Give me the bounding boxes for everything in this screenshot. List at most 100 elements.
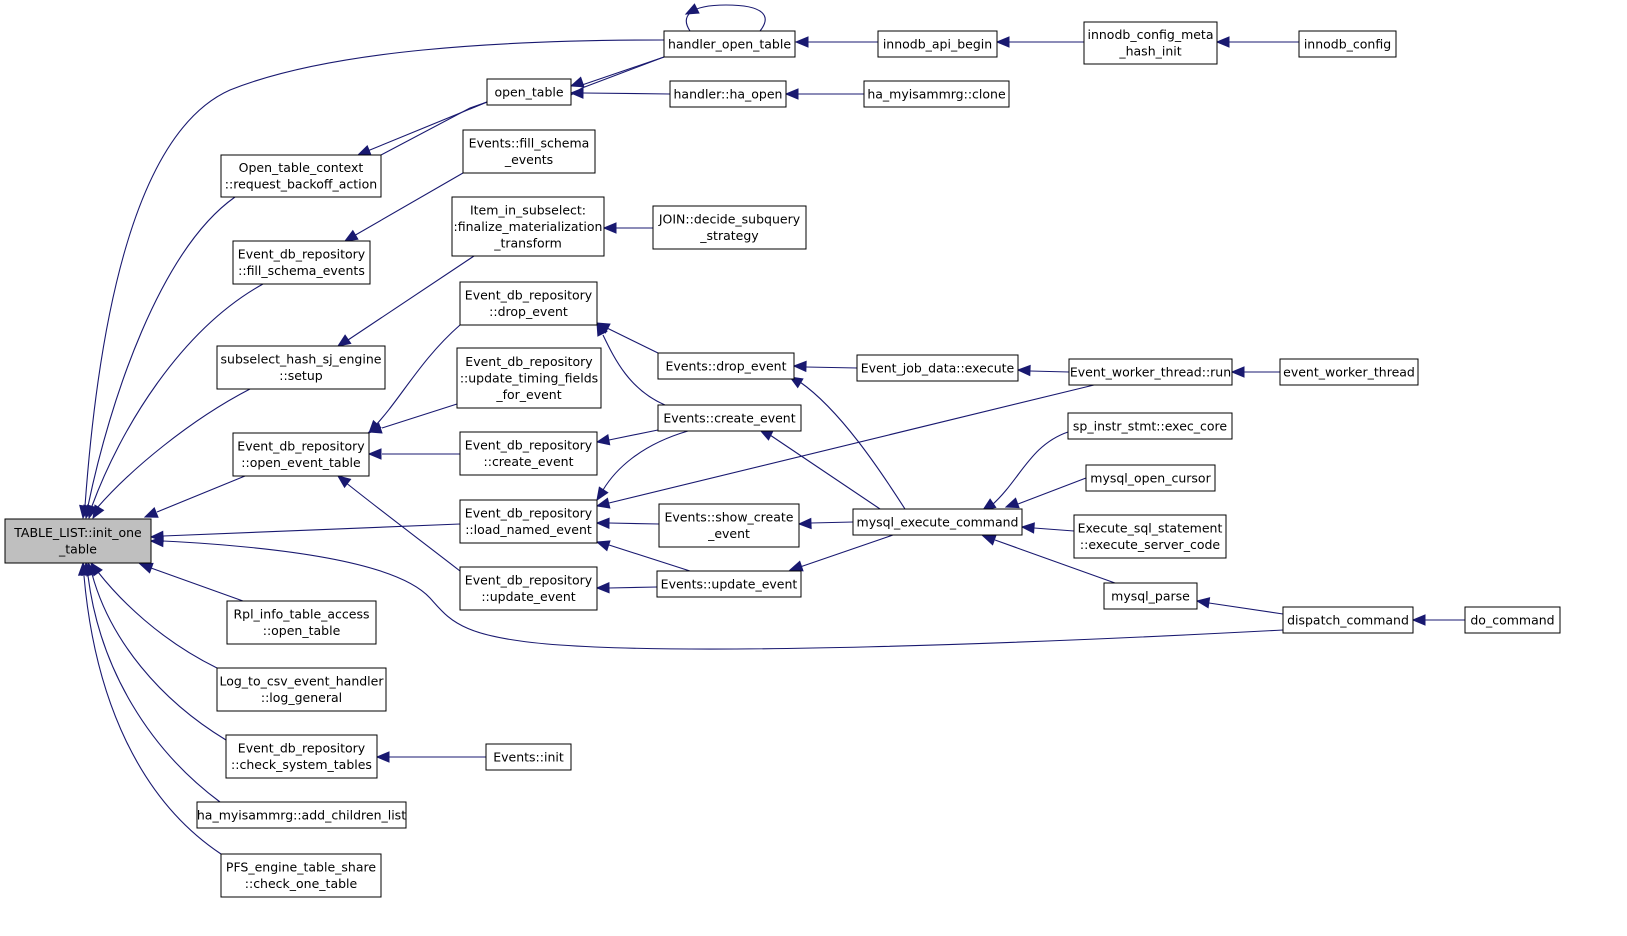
- node-subselect-hash[interactable]: subselect_hash_sj_engine::setup: [216, 345, 386, 390]
- node-box: [225, 734, 378, 779]
- edge-line: [150, 567, 244, 602]
- node-events-create-event[interactable]: Events::create_event: [657, 404, 802, 432]
- node-edr-update-event[interactable]: Event_db_repository::update_event: [459, 566, 598, 611]
- node-label: ::check_one_table: [245, 876, 358, 891]
- edge-line: [1029, 370, 1070, 373]
- node-label: Event_db_repository: [237, 439, 365, 454]
- edge-line: [83, 575, 222, 855]
- arrowhead: [1020, 522, 1035, 534]
- arrowhead: [1016, 364, 1031, 377]
- node-log-to-csv[interactable]: Log_to_csv_event_handler::log_general: [216, 667, 387, 712]
- edge-line: [364, 101, 488, 153]
- edge-line: [608, 544, 691, 572]
- node-events-fill-schema[interactable]: Events::fill_schema_events: [462, 129, 596, 174]
- arrowhead: [602, 222, 617, 234]
- node-join-decide[interactable]: JOIN::decide_subquery_strategy: [652, 205, 807, 250]
- node-events-init[interactable]: Events::init: [485, 743, 572, 771]
- node-innodb-config[interactable]: innodb_config: [1298, 30, 1397, 58]
- edge-line: [602, 430, 689, 491]
- node-label: Item_in_subselect:: [470, 202, 586, 217]
- node-box: [459, 566, 598, 611]
- node-box: [196, 801, 407, 829]
- node-pfs-engine-table[interactable]: PFS_engine_table_share::check_one_table: [220, 853, 382, 898]
- node-events-show-create[interactable]: Events::show_create_event: [658, 503, 800, 548]
- call-edge: [595, 429, 659, 446]
- node-mysql-parse[interactable]: mysql_parse: [1103, 582, 1198, 610]
- edge-line: [91, 573, 227, 741]
- node-events-update-event[interactable]: Events::update_event: [656, 570, 802, 598]
- edge-line: [97, 571, 218, 669]
- arrowhead: [138, 562, 154, 574]
- node-open-table[interactable]: open_table: [486, 78, 572, 106]
- call-edge: [596, 321, 666, 406]
- node-box: [1083, 21, 1218, 65]
- node-dispatch-command[interactable]: dispatch_command: [1282, 606, 1414, 634]
- node-box: [232, 432, 370, 477]
- edge-line: [608, 429, 659, 441]
- node-events-drop-event[interactable]: Events::drop_event: [657, 352, 795, 380]
- node-edr-load-named[interactable]: Event_db_repository::load_named_event: [459, 499, 598, 544]
- node-label: Event_worker_thread::run: [1070, 364, 1231, 379]
- call-edge: [596, 430, 689, 502]
- call-edge: [92, 388, 251, 520]
- edge-line: [162, 523, 461, 537]
- node-box: [657, 352, 795, 380]
- call-edge: [570, 56, 665, 96]
- arrowhead: [343, 229, 359, 242]
- edge-line: [96, 388, 251, 509]
- node-sp-instr-stmt[interactable]: sp_instr_stmt::exec_core: [1067, 412, 1233, 440]
- node-ha-myisammrg-clone[interactable]: ha_myisammrg::clone: [863, 80, 1010, 108]
- node-mysql-execute-command[interactable]: mysql_execute_command: [852, 508, 1023, 536]
- node-event-worker-run[interactable]: Event_worker_thread::run: [1068, 358, 1233, 386]
- node-label: _strategy: [699, 228, 759, 243]
- node-box: [1067, 412, 1233, 440]
- call-edge: [138, 562, 244, 602]
- call-edge: [569, 87, 671, 99]
- node-edr-create-event[interactable]: Event_db_repository::create_event: [459, 431, 598, 476]
- node-box: [1103, 582, 1198, 610]
- node-edr-update-timing[interactable]: Event_db_repository::update_timing_field…: [456, 347, 602, 409]
- node-root[interactable]: TABLE_LIST::init_one_table: [4, 518, 152, 564]
- node-innodb-api-begin[interactable]: innodb_api_begin: [877, 30, 998, 58]
- node-box: [220, 154, 382, 198]
- edge-line: [373, 324, 461, 428]
- arrowhead: [356, 145, 372, 156]
- node-do-command[interactable]: do_command: [1464, 606, 1561, 634]
- node-label: handler_open_table: [668, 36, 791, 51]
- node-event-job-data[interactable]: Event_job_data::execute: [856, 354, 1019, 382]
- node-box: [669, 80, 787, 108]
- arrowhead: [336, 334, 352, 347]
- node-label: ::open_event_table: [241, 455, 361, 470]
- node-execute-sql-statement[interactable]: Execute_sql_statement::execute_server_co…: [1073, 514, 1227, 559]
- node-edr-fill-schema[interactable]: Event_db_repository::fill_schema_events: [232, 240, 371, 285]
- call-edge: [784, 88, 864, 100]
- node-edr-open-event-table[interactable]: Event_db_repository::open_event_table: [232, 432, 370, 477]
- edge-line: [602, 334, 666, 406]
- edge-line: [156, 475, 246, 513]
- node-mysql-open-cursor[interactable]: mysql_open_cursor: [1085, 464, 1216, 492]
- node-edr-drop-event[interactable]: Event_db_repository::drop_event: [459, 281, 598, 326]
- node-label: mysql_open_cursor: [1090, 470, 1211, 485]
- node-label: Event_db_repository: [465, 506, 593, 521]
- node-box: [657, 404, 802, 432]
- node-edr-check-system[interactable]: Event_db_repository::check_system_tables: [225, 734, 378, 779]
- node-handler-ha-open[interactable]: handler::ha_open: [669, 80, 787, 108]
- call-edge: [595, 384, 1095, 509]
- edge-line: [344, 481, 461, 572]
- arrowhead: [684, 3, 700, 15]
- node-ha-myisammrg-add[interactable]: ha_myisammrg::add_children_list: [196, 801, 407, 829]
- arrowhead: [1411, 614, 1426, 626]
- node-event-worker-thread[interactable]: event_worker_thread: [1279, 358, 1419, 386]
- arrowhead: [595, 434, 611, 446]
- node-label: Open_table_context: [239, 160, 364, 175]
- node-label: Events::fill_schema: [469, 136, 590, 151]
- edge-line: [991, 431, 1069, 506]
- node-box: [226, 600, 377, 645]
- call-edge: [602, 222, 653, 234]
- arrowhead: [981, 498, 997, 511]
- node-rpl-info-table[interactable]: Rpl_info_table_access::open_table: [226, 600, 377, 645]
- node-item-in-subselect[interactable]: Item_in_subselect::finalize_materializat…: [451, 196, 605, 257]
- node-innodb-config-meta[interactable]: innodb_config_meta_hash_init: [1083, 21, 1218, 65]
- node-handler-open-table[interactable]: handler_open_table: [663, 30, 796, 58]
- node-open-table-context[interactable]: Open_table_context::request_backoff_acti…: [220, 154, 382, 198]
